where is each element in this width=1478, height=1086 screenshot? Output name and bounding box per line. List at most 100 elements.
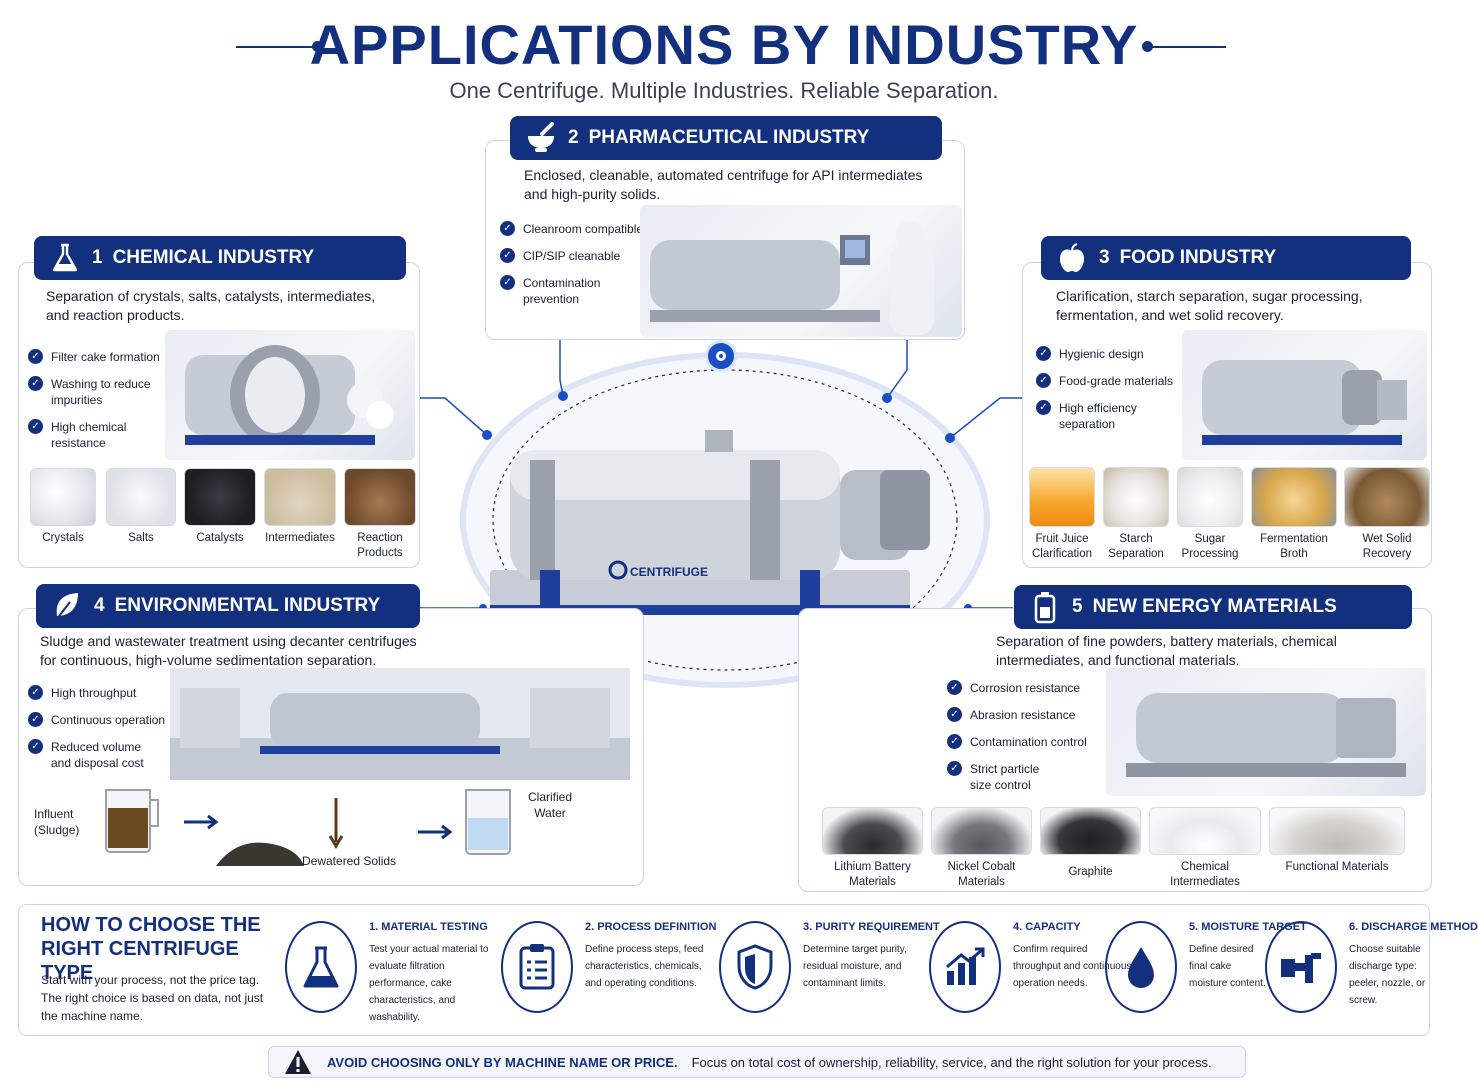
wet-solid-swatch [1344, 467, 1430, 527]
lithium-swatch [822, 807, 923, 855]
check-icon: ✓ [500, 221, 515, 236]
graphite-swatch [1040, 807, 1141, 855]
check-icon: ✓ [947, 761, 962, 776]
bullet-item: ✓Cleanroom compatible [500, 221, 650, 237]
check-icon: ✓ [28, 419, 43, 434]
bullet-item: ✓Contamination prevention [500, 275, 610, 307]
bullet-item: ✓Contamination control [947, 734, 1097, 750]
check-icon: ✓ [1036, 346, 1051, 361]
machine-brand: CENTRIFUGE [630, 565, 708, 579]
pharma-title: PHARMACEUTICAL INDUSTRY [588, 127, 870, 148]
arrow-right-icon [418, 824, 453, 840]
environmental-title: ENVIRONMENTAL INDUSTRY [114, 595, 381, 616]
page-title: APPLICATIONS BY INDUSTRY [309, 13, 1139, 76]
energy-banner: 5 NEW ENERGY MATERIALS [1014, 585, 1412, 629]
sludge-beaker-icon [105, 789, 159, 853]
arrow-right-icon [184, 814, 219, 830]
bullet-item: ✓CIP/SIP cleanable [500, 248, 650, 264]
fruit-juice-swatch [1029, 467, 1095, 527]
bullet-item: ✓Strict particle size control [947, 761, 1047, 793]
crystals-swatch [30, 468, 96, 526]
chemical-materials: Crystals Salts Catalysts Intermediates R… [28, 468, 416, 561]
apple-icon [1055, 241, 1089, 275]
material-tile: Fruit Juice Clarification [1028, 467, 1096, 562]
check-icon: ✓ [28, 739, 43, 754]
check-icon: ✓ [1036, 373, 1051, 388]
environmental-bullets: ✓High throughput ✓Continuous operation ✓… [28, 685, 168, 782]
chemical-title: CHEMICAL INDUSTRY [112, 247, 315, 268]
clipboard-icon [501, 921, 573, 1013]
check-icon: ✓ [500, 275, 515, 290]
pharma-banner: 2 PHARMACEUTICAL INDUSTRY [510, 116, 942, 160]
chemical-bullets: ✓Filter cake formation ✓Washing to reduc… [28, 349, 168, 462]
bullet-item: ✓Reduced volume and disposal cost [28, 739, 148, 771]
flask-icon [285, 921, 357, 1013]
starch-swatch [1103, 467, 1169, 527]
warning-strong-text: AVOID CHOOSING ONLY BY MACHINE NAME OR P… [327, 1054, 678, 1070]
material-tile: Graphite [1040, 807, 1141, 890]
warning-text: Focus on total cost of ownership, reliab… [691, 1054, 1212, 1070]
solids-pile-icon [216, 842, 304, 866]
food-number: 3 [1099, 247, 1110, 268]
material-tile: Nickel Cobalt Materials [931, 807, 1032, 890]
chemical-banner: 1 CHEMICAL INDUSTRY [34, 236, 406, 280]
warning-bar: AVOID CHOOSING ONLY BY MACHINE NAME OR P… [268, 1046, 1246, 1078]
shield-icon [719, 921, 791, 1013]
flask-icon [48, 241, 82, 275]
check-icon: ✓ [500, 248, 515, 263]
sugar-swatch [1177, 467, 1243, 527]
check-icon: ✓ [947, 707, 962, 722]
nickel-cobalt-swatch [931, 807, 1032, 855]
energy-title: NEW ENERGY MATERIALS [1092, 596, 1337, 617]
energy-materials: Lithium Battery Materials Nickel Cobalt … [822, 807, 1405, 890]
functional-materials-swatch [1269, 807, 1405, 855]
how-to-choose-panel: HOW TO CHOOSE THE RIGHT CENTRIFUGE TYPE … [18, 904, 1478, 1036]
bullet-item: ✓Abrasion resistance [947, 707, 1097, 723]
fermentation-swatch [1251, 467, 1337, 527]
chemical-machine-photo [165, 330, 415, 460]
warning-icon [285, 1050, 311, 1074]
material-tile: Salts [106, 468, 176, 561]
environmental-banner: 4 ENVIRONMENTAL INDUSTRY [36, 584, 420, 628]
check-icon: ✓ [28, 376, 43, 391]
material-tile: Chemical Intermediates [1149, 807, 1261, 890]
check-icon: ✓ [947, 734, 962, 749]
salts-swatch [106, 468, 176, 526]
material-tile: Starch Separation [1102, 467, 1170, 562]
leaf-icon [50, 589, 84, 623]
check-icon: ✓ [1036, 400, 1051, 415]
environmental-number: 4 [94, 595, 105, 616]
check-icon: ✓ [947, 680, 962, 695]
bullet-item: ✓Filter cake formation [28, 349, 168, 365]
material-tile: Crystals [28, 468, 98, 561]
bullet-item: ✓Food-grade materials [1036, 373, 1186, 389]
bullet-item: ✓Washing to reduce impurities [28, 376, 168, 408]
chemical-number: 1 [92, 247, 103, 268]
energy-number: 5 [1072, 596, 1083, 617]
environmental-description: Sludge and wastewater treatment using de… [40, 633, 417, 668]
title-line-left [236, 46, 316, 48]
clean-water-beaker-icon [465, 789, 511, 855]
title-line-right [1148, 46, 1226, 48]
material-tile: Intermediates [264, 468, 336, 561]
food-title: FOOD INDUSTRY [1119, 247, 1277, 268]
environmental-plant-photo [170, 668, 630, 780]
catalysts-swatch [184, 468, 256, 526]
how-to-choose-title: HOW TO CHOOSE THE RIGHT CENTRIFUGE TYPE [41, 914, 261, 984]
centrifuge-machine-image: CENTRIFUGE [490, 430, 930, 642]
material-tile: Functional Materials [1269, 807, 1405, 890]
water-drop-icon [1105, 921, 1177, 1013]
center-badge [705, 340, 737, 372]
chemical-description: Separation of crystals, salts, catalysts… [46, 288, 376, 323]
page-subtitle: One Centrifuge. Multiple Industries. Rel… [449, 78, 999, 103]
pharma-number: 2 [568, 127, 579, 148]
how-to-choose-description: Start with your process, not the price t… [41, 973, 264, 1023]
bullet-item: ✓Hygienic design [1036, 346, 1186, 362]
battery-icon [1028, 590, 1062, 624]
energy-bullets: ✓Corrosion resistance ✓Abrasion resistan… [947, 680, 1097, 804]
clarified-water-label: Clarified Water [527, 790, 572, 820]
bullet-item: ✓Corrosion resistance [947, 680, 1097, 696]
food-bullets: ✓Hygienic design ✓Food-grade materials ✓… [1036, 346, 1186, 443]
material-tile: Catalysts [184, 468, 256, 561]
check-icon: ✓ [28, 712, 43, 727]
